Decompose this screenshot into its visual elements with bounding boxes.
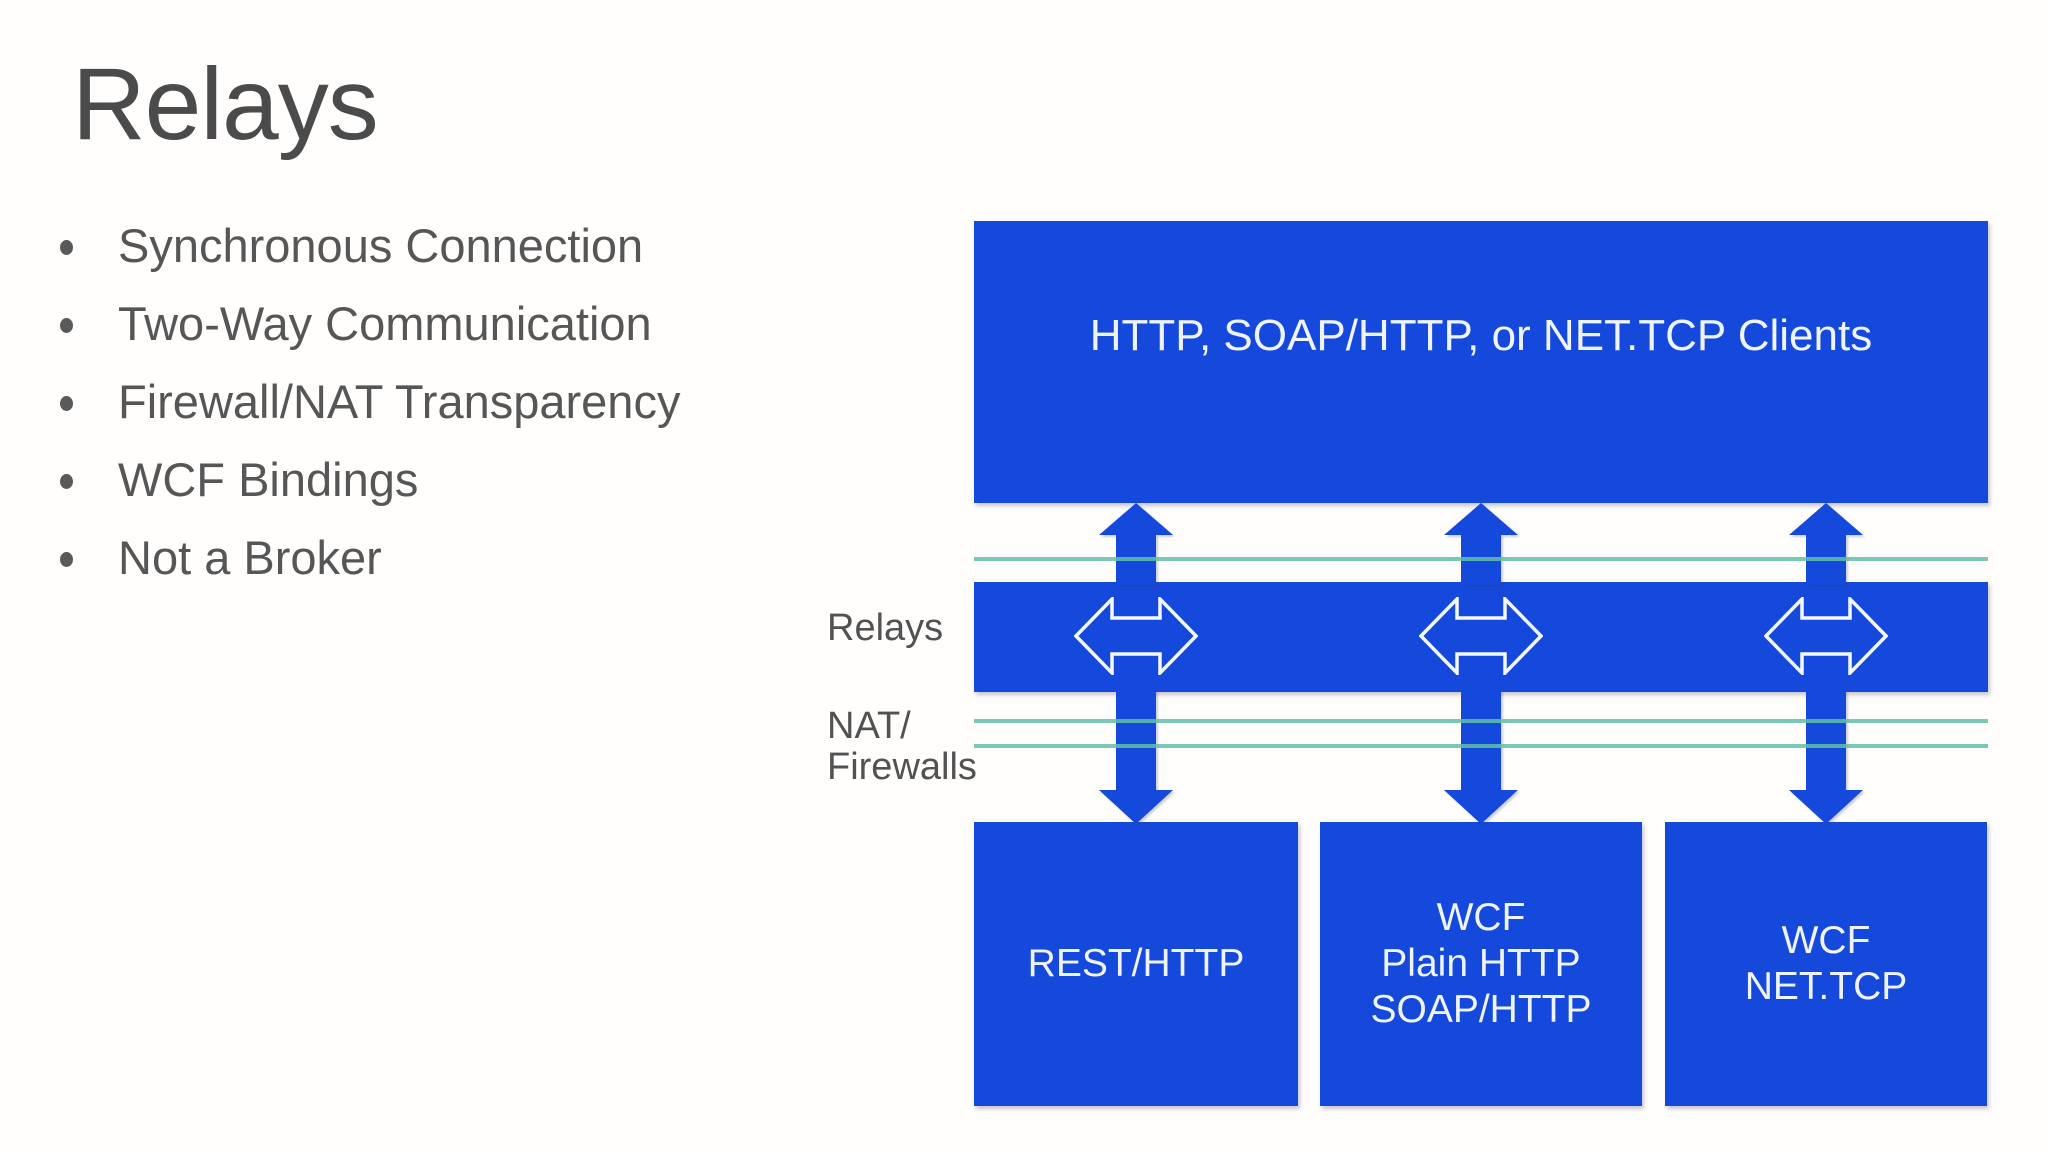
endpoint-box-wcf-plain-http: WCF Plain HTTP SOAP/HTTP xyxy=(1320,822,1642,1106)
endpoint-box-label: Plain HTTP xyxy=(1381,942,1581,985)
nat-firewalls-label-line1: NAT/ xyxy=(827,705,911,747)
left-right-arrow-icon xyxy=(1074,597,1198,675)
firewall-line xyxy=(974,719,1988,723)
endpoint-box-label: SOAP/HTTP xyxy=(1370,988,1592,1031)
firewall-line xyxy=(974,744,1988,748)
list-item: Synchronous Connection xyxy=(60,206,680,284)
bullet-marker-icon xyxy=(60,317,73,333)
down-arrow-icon xyxy=(1099,690,1173,824)
bullet-text: WCF Bindings xyxy=(118,452,419,506)
list-item: Two-Way Communication xyxy=(60,284,680,362)
relays-bar-label: Relays xyxy=(827,607,944,649)
endpoint-box-rest-http: REST/HTTP xyxy=(974,822,1298,1106)
endpoint-box-label: WCF xyxy=(1436,896,1526,939)
bullet-list: Synchronous Connection Two-Way Communica… xyxy=(60,206,680,596)
left-right-arrow-icon xyxy=(1419,597,1543,675)
bullet-text: Two-Way Communication xyxy=(118,296,652,350)
down-arrow-icon xyxy=(1789,690,1863,824)
page-title: Relays xyxy=(72,47,379,161)
up-arrow-icon xyxy=(1099,503,1173,585)
down-arrow-icon xyxy=(1444,690,1518,824)
list-item: Not a Broker xyxy=(60,518,680,596)
bullet-marker-icon xyxy=(60,395,73,411)
nat-firewalls-label-line2: Firewalls xyxy=(827,746,977,788)
left-right-arrow-icon xyxy=(1764,597,1888,675)
relays-bar xyxy=(974,582,1988,692)
firewall-line xyxy=(974,557,1988,561)
nat-firewalls-label: NAT/ Firewalls xyxy=(827,706,977,788)
list-item: WCF Bindings xyxy=(60,440,680,518)
bullet-marker-icon xyxy=(60,551,73,567)
bullet-text: Synchronous Connection xyxy=(118,218,644,272)
clients-box: HTTP, SOAP/HTTP, or NET.TCP Clients xyxy=(974,221,1988,503)
endpoint-box-label: WCF xyxy=(1781,919,1871,962)
bullet-text: Not a Broker xyxy=(118,530,382,584)
endpoint-box-wcf-nettcp: WCF NET.TCP xyxy=(1665,822,1987,1106)
up-arrow-icon xyxy=(1444,503,1518,585)
bullet-text: Firewall/NAT Transparency xyxy=(118,374,681,428)
up-arrow-icon xyxy=(1789,503,1863,585)
endpoint-box-label: REST/HTTP xyxy=(1027,942,1245,985)
bullet-marker-icon xyxy=(60,473,73,489)
bullet-marker-icon xyxy=(60,239,73,255)
list-item: Firewall/NAT Transparency xyxy=(60,362,680,440)
clients-box-label: HTTP, SOAP/HTTP, or NET.TCP Clients xyxy=(1089,311,1873,360)
endpoint-box-label: NET.TCP xyxy=(1744,965,1908,1008)
